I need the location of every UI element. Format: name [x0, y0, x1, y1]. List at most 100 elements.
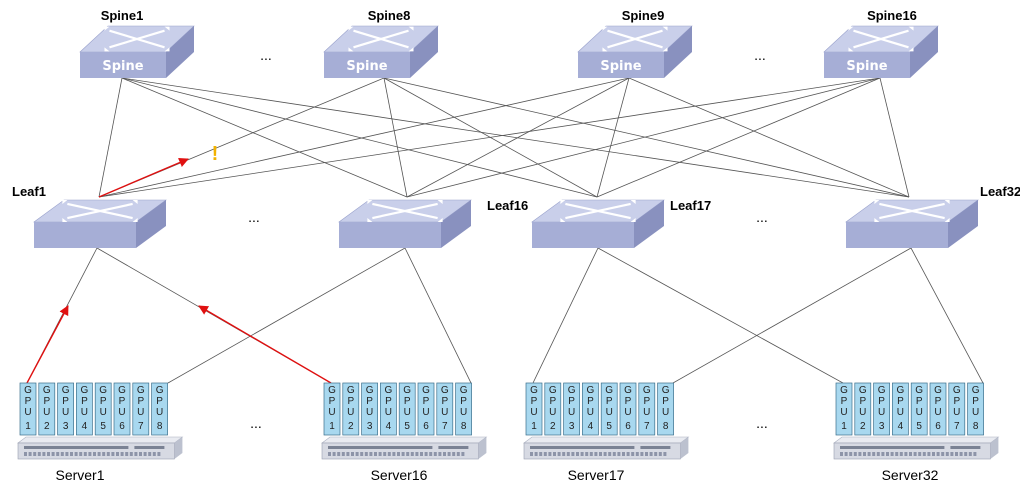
gpu-number: 3: [569, 421, 575, 432]
gpu-letter: U: [118, 407, 125, 418]
spine-type-label: Spine: [102, 59, 143, 74]
spine-leaf-link: [98, 77, 630, 198]
gpu-letter: P: [972, 396, 979, 407]
spine-leaf-link: [98, 77, 881, 198]
gpu-letter: U: [460, 407, 467, 418]
gpu-letter: U: [404, 407, 411, 418]
spine-switch-front: [824, 52, 910, 78]
gpu-number: 7: [644, 421, 650, 432]
gpu-number: 1: [841, 421, 847, 432]
gpu-letter: U: [422, 407, 429, 418]
gpu-card-body: [76, 382, 93, 436]
gpu-card-body: [619, 382, 637, 436]
gpu-number: 6: [625, 421, 631, 432]
gpu-letter: U: [24, 407, 31, 418]
gpu-letter: G: [530, 385, 538, 396]
gpu-card-body: [132, 382, 150, 436]
gpu-number: 2: [860, 421, 866, 432]
gpu-number: 5: [916, 421, 922, 432]
spine-switch: Spine: [823, 25, 939, 78]
gpu-letter: U: [366, 407, 373, 418]
gpu-letter: P: [897, 396, 904, 407]
gpu-letter: G: [460, 385, 468, 396]
gpu-card-body: [436, 382, 454, 436]
gpu-letter: G: [24, 385, 32, 396]
gpu-card-body: [582, 382, 599, 436]
spine-leaf-link: [406, 77, 881, 198]
leaf-switch-side: [441, 200, 471, 248]
leaf-switch-front: [532, 222, 634, 248]
gpu-letter: P: [385, 396, 392, 407]
gpu-letter: U: [347, 407, 354, 418]
gpu-number: 5: [404, 421, 410, 432]
gpu-card-body: [967, 382, 984, 436]
gpu-letter: U: [934, 407, 941, 418]
switch-arrows-icon: [602, 26, 668, 52]
gpu-number: 2: [348, 421, 354, 432]
gpu-card-body: [417, 382, 435, 436]
gpu-number: 3: [63, 421, 69, 432]
gpu-number: 7: [138, 421, 144, 432]
leaf-switch: [33, 199, 167, 248]
gpu-letter: P: [441, 396, 448, 407]
server-name-label: Server1: [55, 467, 104, 483]
gpu-letter: U: [916, 407, 923, 418]
gpu-letter: U: [643, 407, 650, 418]
gpu-letter: G: [62, 385, 70, 396]
spine-leaf-link: [121, 77, 910, 198]
gpu-letter: U: [972, 407, 979, 418]
leaf-switch-side: [948, 200, 978, 248]
gpu-letter: P: [329, 396, 336, 407]
leaf-switch-front: [339, 222, 441, 248]
gpu-letter: U: [549, 407, 556, 418]
gpu-card-body: [361, 382, 378, 436]
spine-name-label: Spine16: [867, 8, 917, 23]
gpu-letter: P: [587, 396, 594, 407]
gpu-letter: G: [915, 385, 923, 396]
server-chassis: [833, 436, 1000, 460]
server-name-label: Server17: [568, 467, 625, 483]
spine-leaf-link: [596, 77, 630, 198]
gpu-card-body: [835, 382, 853, 436]
gpu-letter: U: [81, 407, 88, 418]
gpu-letter: P: [859, 396, 866, 407]
gpu-letter: P: [935, 396, 942, 407]
gpu-letter: P: [100, 396, 107, 407]
gpu-letter: G: [587, 385, 595, 396]
gpu-number: 7: [442, 421, 448, 432]
gpu-letter: U: [878, 407, 885, 418]
spine-leaf-link: [628, 77, 910, 198]
gpu-letter: G: [897, 385, 905, 396]
gpu-number: 4: [588, 421, 594, 432]
gpu-letter: G: [347, 385, 355, 396]
gpu-letter: G: [385, 385, 393, 396]
traffic-arrow-server16-to-leaf1: [198, 305, 332, 384]
gpu-letter: G: [662, 385, 670, 396]
gpu-letter: U: [953, 407, 960, 418]
gpu-letter: G: [441, 385, 449, 396]
gpu-card-body: [525, 382, 543, 436]
gpu-number: 8: [157, 421, 163, 432]
gpu-card-body: [929, 382, 947, 436]
gpu-letter: P: [625, 396, 632, 407]
gpu-letter: G: [605, 385, 613, 396]
spine-leaf-link: [121, 77, 408, 198]
gpu-letter: U: [897, 407, 904, 418]
gpu-letter: G: [422, 385, 430, 396]
spine-leaf-link: [406, 77, 630, 198]
spine-switch: Spine: [577, 25, 693, 78]
gpu-card-body: [657, 382, 674, 436]
switch-arrows-icon: [62, 199, 138, 223]
spine-leaf-link: [596, 77, 881, 198]
spine-switch-front: [578, 52, 664, 78]
gpu-letter: P: [606, 396, 613, 407]
